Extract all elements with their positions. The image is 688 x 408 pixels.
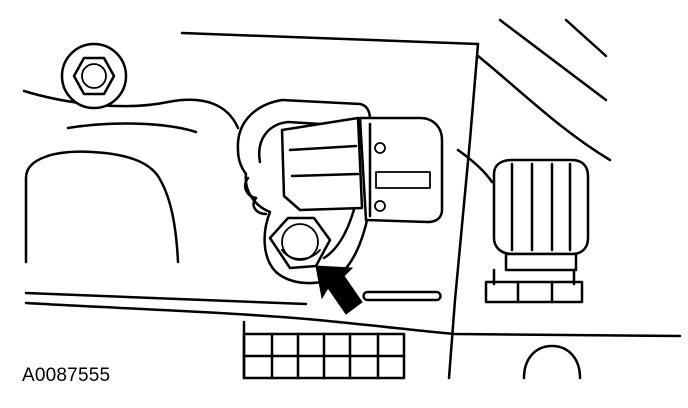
sensor-body xyxy=(280,116,364,212)
sensor-hex-bolt xyxy=(268,216,332,270)
right-component xyxy=(484,158,590,304)
callout-arrow-icon xyxy=(315,265,363,315)
upper-hex-bolt xyxy=(60,42,128,110)
lower-right-boss xyxy=(522,344,582,380)
sensor-connector xyxy=(358,116,444,224)
lower-grid xyxy=(242,332,406,380)
engine-block-outline xyxy=(22,31,682,380)
figure-reference-code: A0087555 xyxy=(22,365,111,386)
right-edge-lines xyxy=(456,18,612,184)
